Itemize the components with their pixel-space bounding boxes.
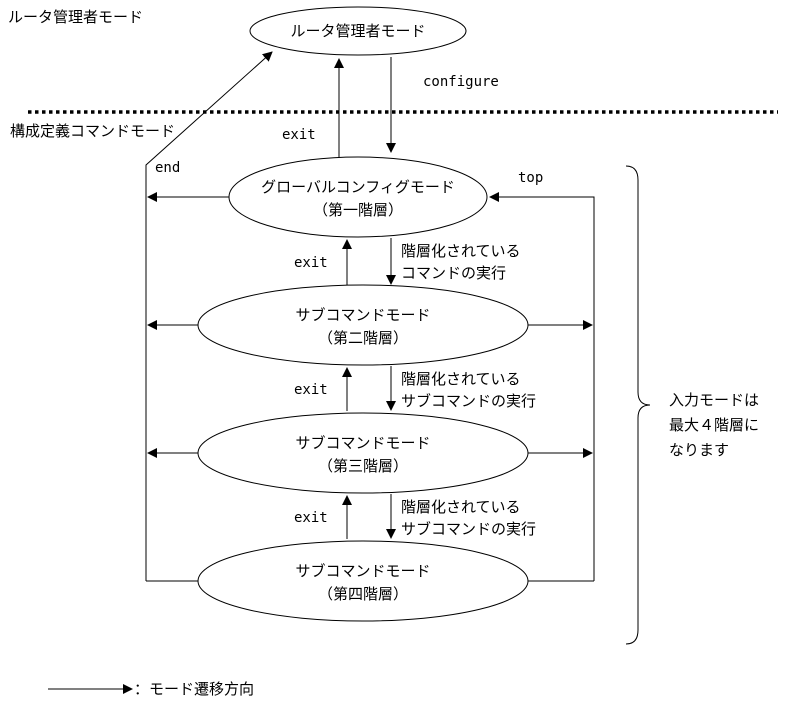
enter-level2-text-1: 階層化されている: [401, 242, 521, 260]
subcommand-level4-label: サブコマンドモード: [295, 562, 430, 580]
end-label: end: [155, 160, 180, 176]
levels-brace: [625, 165, 651, 645]
global-config-mode-label: グローバルコンフィグモード: [261, 178, 455, 196]
note-line-2: 最大４階層に: [669, 416, 759, 434]
subcommand-level2-level: （第二階層）: [318, 329, 408, 347]
subcommand-mode-level2-node: [197, 284, 529, 366]
top-return-path: [489, 192, 595, 581]
exit-label-level2: exit: [294, 255, 328, 271]
subcommand-level3-label: サブコマンドモード: [295, 434, 430, 452]
enter-level4-text-1: 階層化されている: [401, 498, 521, 516]
router-admin-mode-label: ルータ管理者モード: [290, 22, 425, 40]
subcommand-mode-level3-node: [197, 412, 529, 494]
enter-level2-text-2: コマンドの実行: [401, 264, 506, 282]
router-admin-region-label: ルータ管理者モード: [8, 8, 143, 26]
subcommand-mode-level4-node: [197, 540, 529, 622]
subcommand-level4-level: （第四階層）: [318, 585, 408, 603]
configure-label: configure: [423, 74, 499, 90]
enter-level3-text-1: 階層化されている: [401, 370, 521, 388]
note-line-1: 入力モードは: [669, 391, 759, 409]
legend-text: ：モード遷移方向: [134, 680, 254, 698]
config-region-label: 構成定義コマンドモード: [10, 122, 175, 140]
enter-level3-text-2: サブコマンドの実行: [401, 392, 536, 410]
exit-label-admin: exit: [282, 127, 316, 143]
subcommand-level3-level: （第三階層）: [318, 457, 408, 475]
end-return-path: [145, 51, 273, 581]
router-admin-mode-node: [249, 6, 467, 56]
exit-label-level4: exit: [294, 510, 328, 526]
enter-level4-text-2: サブコマンドの実行: [401, 520, 536, 538]
top-label: top: [518, 170, 543, 186]
note-line-3: なります: [669, 441, 729, 459]
global-config-level-label: （第一階層）: [313, 201, 403, 219]
global-config-mode-node: [228, 156, 488, 238]
subcommand-level2-label: サブコマンドモード: [295, 306, 430, 324]
exit-label-level3: exit: [294, 382, 328, 398]
